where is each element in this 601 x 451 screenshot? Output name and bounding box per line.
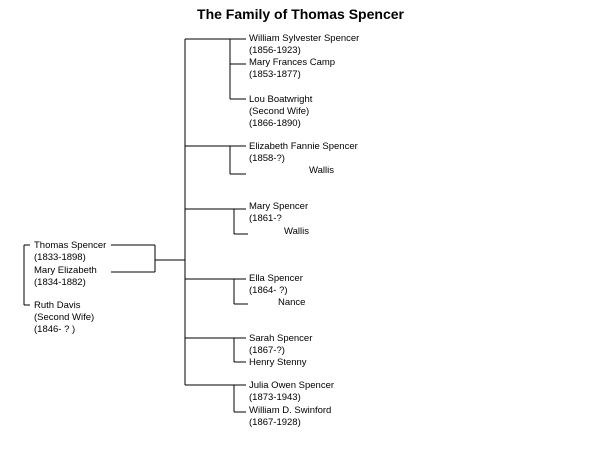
- spouse-name: Lou Boatwright: [249, 94, 313, 105]
- child-dates: (1856-1923): [249, 45, 301, 56]
- child-name: Julia Owen Spencer: [249, 380, 335, 391]
- spouse-name: Wallis: [284, 226, 309, 237]
- spouse-dates: (1866-1890): [249, 118, 301, 129]
- child-name: William Sylvester Spencer: [249, 33, 360, 44]
- wife2-dates: (1846- ? ): [34, 324, 76, 335]
- child-dates: (1861-?: [249, 213, 282, 224]
- spouse-name: Mary Frances Camp: [249, 57, 336, 68]
- wife2-name: Ruth Davis: [34, 300, 81, 311]
- spouse-name: William D. Swinford: [249, 405, 332, 416]
- spouse-note: (Second Wife): [249, 106, 310, 117]
- spouse-dates: (1867-1928): [249, 417, 301, 428]
- wife1-name: Mary Elizabeth: [34, 265, 97, 276]
- child-name: Elizabeth Fannie Spencer: [249, 141, 358, 152]
- child-dates: (1858-?): [249, 153, 285, 164]
- child-dates: (1864- ?): [249, 285, 288, 296]
- child-dates: (1873-1943): [249, 392, 301, 403]
- spouse-name: Nance: [278, 297, 306, 308]
- page-title: The Family of Thomas Spencer: [197, 6, 404, 22]
- wife1-dates: (1834-1882): [34, 277, 86, 288]
- child-name: Sarah Spencer: [249, 333, 313, 344]
- spouse-name: Wallis: [309, 165, 334, 176]
- spouse-name: Henry Stenny: [249, 357, 307, 368]
- father-dates: (1833-1898): [34, 252, 86, 263]
- father-name: Thomas Spencer: [34, 240, 107, 251]
- child-name: Ella Spencer: [249, 273, 303, 284]
- child-name: Mary Spencer: [249, 201, 309, 212]
- wife2-note: (Second Wife): [34, 312, 95, 323]
- spouse-dates: (1853-1877): [249, 69, 301, 80]
- child-dates: (1867-?): [249, 345, 285, 356]
